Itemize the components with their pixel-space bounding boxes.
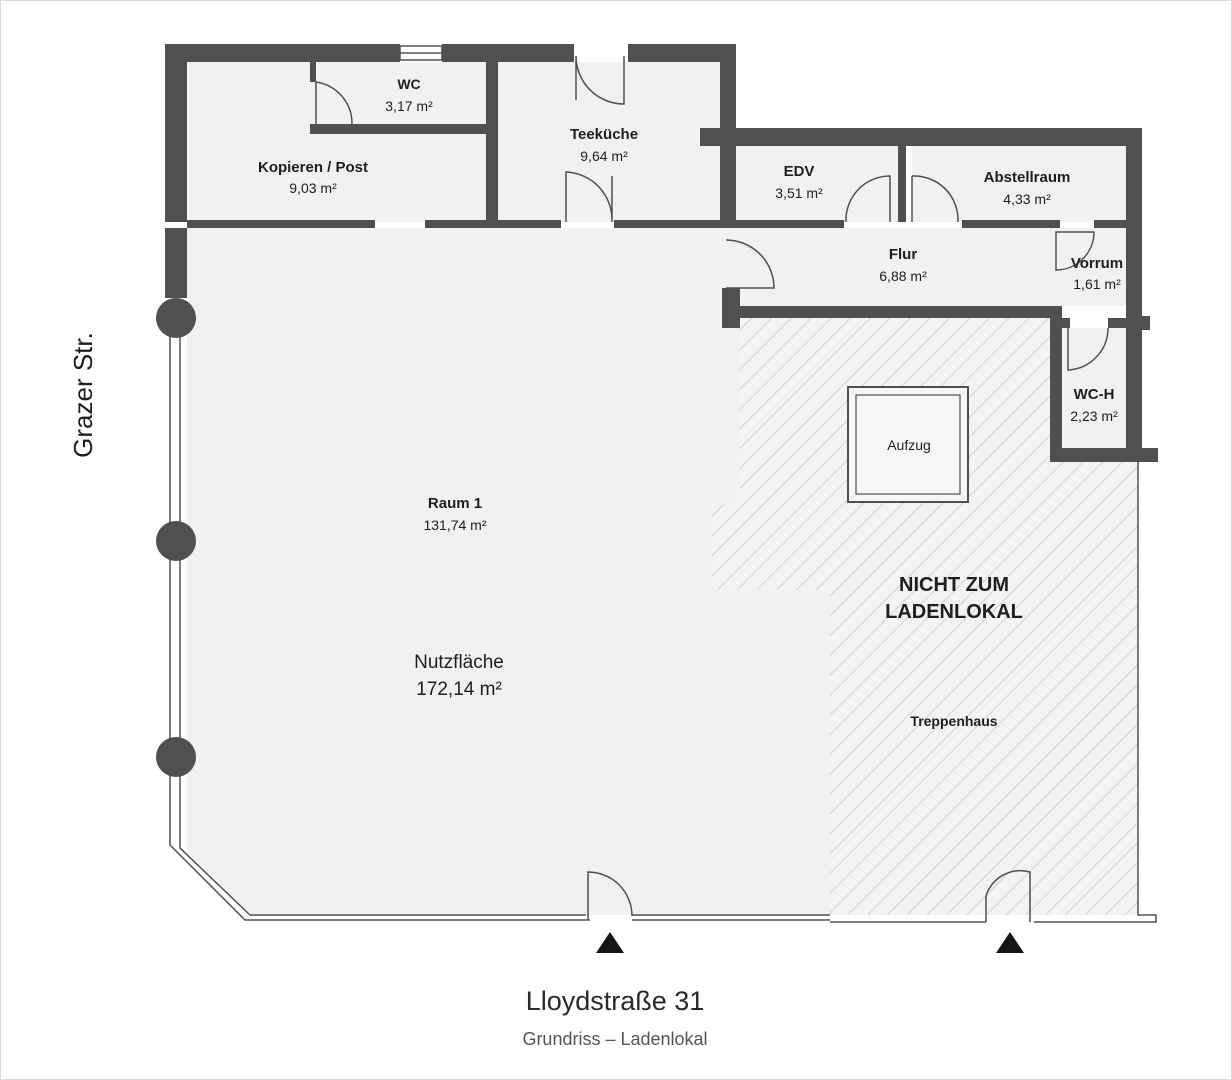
room-name: Raum 1 bbox=[428, 495, 482, 512]
room-area: 9,64 m² bbox=[580, 148, 628, 164]
room-area: 9,03 m² bbox=[289, 180, 337, 196]
stairwell-label: Treppenhaus bbox=[910, 713, 997, 729]
floor-teekueche bbox=[498, 62, 720, 222]
elevator-label: Aufzug bbox=[887, 437, 931, 453]
room-name: Abstellraum bbox=[984, 169, 1071, 186]
columns bbox=[156, 298, 196, 777]
floor-flur bbox=[726, 228, 1126, 306]
entrance-arrow-main bbox=[596, 932, 624, 953]
usable-area-value: 172,14 m² bbox=[416, 679, 502, 700]
entrance-arrow-stair bbox=[996, 932, 1024, 953]
room-labels: WC 3,17 m² Kopieren / Post 9,03 m² Teekü… bbox=[258, 76, 1123, 1049]
walls bbox=[165, 44, 1158, 462]
room-area: 4,33 m² bbox=[1003, 191, 1051, 207]
usable-area-label: Nutzfläche bbox=[414, 652, 504, 673]
room-area: 3,51 m² bbox=[775, 185, 823, 201]
floor-raum1 bbox=[187, 228, 830, 915]
room-name: WC bbox=[397, 76, 420, 92]
elevator bbox=[847, 386, 969, 503]
floor-areas bbox=[187, 62, 1126, 915]
plan-title: Lloydstraße 31 bbox=[526, 986, 705, 1016]
room-name: Vorrum bbox=[1071, 255, 1123, 272]
door-swings bbox=[315, 55, 1109, 922]
room-name: Kopieren / Post bbox=[258, 159, 368, 176]
floor-wch bbox=[1062, 328, 1126, 450]
room-area: 131,74 m² bbox=[423, 517, 486, 533]
room-area: 2,23 m² bbox=[1070, 408, 1118, 424]
excluded-zone-title-line1: NICHT ZUM bbox=[899, 574, 1009, 596]
room-name: Teeküche bbox=[570, 126, 638, 143]
excluded-zone-title-line2: LADENLOKAL bbox=[885, 601, 1023, 623]
room-name: WC-H bbox=[1074, 386, 1115, 403]
room-area: 1,61 m² bbox=[1073, 276, 1121, 292]
room-name: EDV bbox=[784, 163, 815, 180]
facade-glazing bbox=[169, 45, 1157, 923]
excluded-zone-hatch bbox=[712, 318, 1138, 915]
plan-subtitle: Grundriss – Ladenlokal bbox=[522, 1029, 707, 1049]
floor-kopieren bbox=[189, 62, 486, 222]
room-area: 3,17 m² bbox=[385, 98, 433, 114]
street-side-label: Grazer Str. bbox=[68, 332, 98, 458]
floor-edv bbox=[726, 146, 902, 222]
floor-abstellraum bbox=[912, 146, 1126, 222]
room-area: 6,88 m² bbox=[879, 268, 927, 284]
entrance-arrows bbox=[596, 932, 1024, 953]
room-name: Flur bbox=[889, 246, 917, 263]
